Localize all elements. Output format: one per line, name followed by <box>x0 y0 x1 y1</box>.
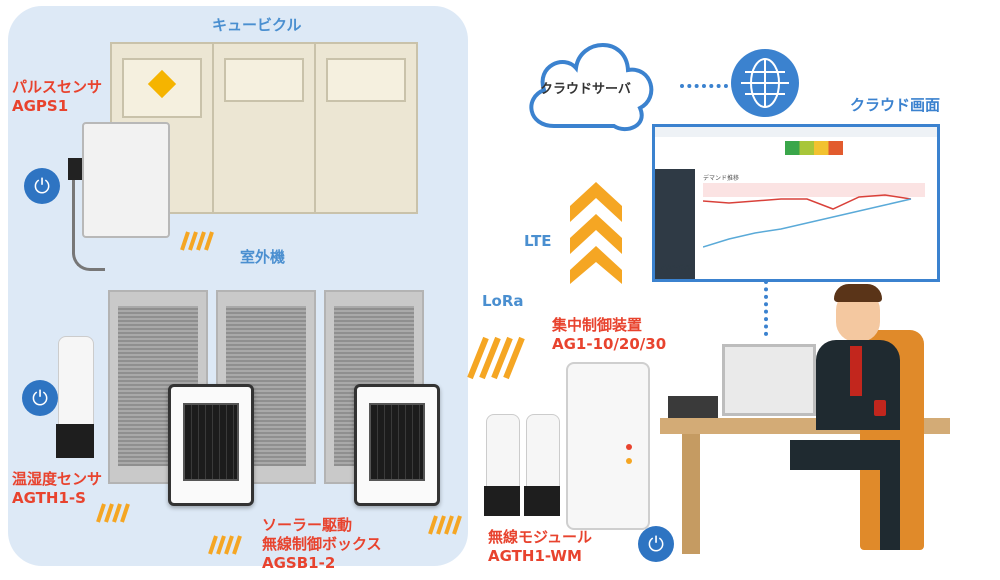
demand-gauge <box>785 141 843 155</box>
dashboard-sidebar <box>655 169 695 279</box>
temp-sensor-base <box>56 424 94 458</box>
pulse-sensor-cable <box>72 180 105 271</box>
solar-box-device-1 <box>168 384 254 506</box>
solar-box-model: AGSB1-2 <box>262 554 336 572</box>
cubicle-cabinet-2 <box>212 42 316 214</box>
pulse-sensor-connector <box>68 158 82 180</box>
signal-wave-icon <box>180 231 214 251</box>
person-tie <box>850 346 862 396</box>
cloud-icon <box>529 43 654 132</box>
cloud-server-label: クラウドサーバ <box>540 82 631 97</box>
wireless-module-model: AGTH1-WM <box>488 547 582 565</box>
browser-bar <box>655 127 937 137</box>
signal-wave-icon <box>208 535 242 555</box>
person-legs <box>790 440 900 470</box>
wireless-module-base-2 <box>524 486 560 516</box>
signal-wave-icon <box>467 336 525 380</box>
lora-label: LoRa <box>482 292 524 310</box>
temp-sensor-body <box>58 336 94 428</box>
controller-name: 集中制御装置 <box>552 316 643 334</box>
plug-icon: ⏻ <box>24 168 60 204</box>
book-stack <box>668 396 718 420</box>
dashboard-brand: Air-Grit <box>661 263 695 272</box>
controller-model: AG1-10/20/30 <box>552 335 667 353</box>
wireless-module-body-2 <box>526 414 560 490</box>
coffee-mug <box>874 400 886 416</box>
wireless-module-name: 無線モジュール <box>488 528 592 546</box>
temp-sensor-model: AGTH1-S <box>12 489 86 507</box>
warning-diamond-icon <box>147 69 177 99</box>
pulse-sensor-name: パルスセンサ <box>12 78 103 96</box>
cabinet-window <box>326 58 406 102</box>
solar-box-name-2: 無線制御ボックス <box>262 535 382 553</box>
controller-device <box>566 362 650 530</box>
connector-line <box>680 84 728 88</box>
solar-panel <box>183 403 239 481</box>
wireless-module-base-1 <box>484 486 520 516</box>
connector-line <box>764 280 768 336</box>
person-hair <box>834 284 882 302</box>
wireless-module-body-1 <box>486 414 520 490</box>
cloud-screen: デマンド推移 Air-Grit <box>652 124 940 282</box>
cabinet-window <box>224 58 304 102</box>
desk-leg <box>682 434 700 554</box>
solar-panel <box>369 403 425 481</box>
plug-icon: ⏻ <box>638 526 674 562</box>
solar-box-name-1: ソーラー駆動 <box>262 516 353 534</box>
cubicle-cabinet-3 <box>314 42 418 214</box>
person-leg <box>880 470 900 550</box>
globe-icon <box>731 49 799 117</box>
temp-sensor-name: 温湿度センサ <box>12 470 103 488</box>
dashboard-chart-title: デマンド推移 <box>703 175 740 182</box>
cabinet-window <box>122 58 202 118</box>
upload-arrow-icon <box>570 182 622 284</box>
status-led <box>626 444 632 450</box>
cubicle-title: キュービクル <box>212 16 302 34</box>
cloud-screen-label: クラウド画面 <box>850 96 941 114</box>
pc-monitor <box>722 344 816 416</box>
signal-wave-icon <box>428 515 462 535</box>
signal-wave-icon <box>96 503 130 523</box>
solar-box-device-2 <box>354 384 440 506</box>
outdoor-unit-title: 室外機 <box>240 248 286 266</box>
plug-icon: ⏻ <box>22 380 58 416</box>
pulse-sensor-model: AGPS1 <box>12 97 69 115</box>
lte-label: LTE <box>524 232 552 250</box>
status-led <box>626 458 632 464</box>
dashboard-chart <box>703 183 925 248</box>
